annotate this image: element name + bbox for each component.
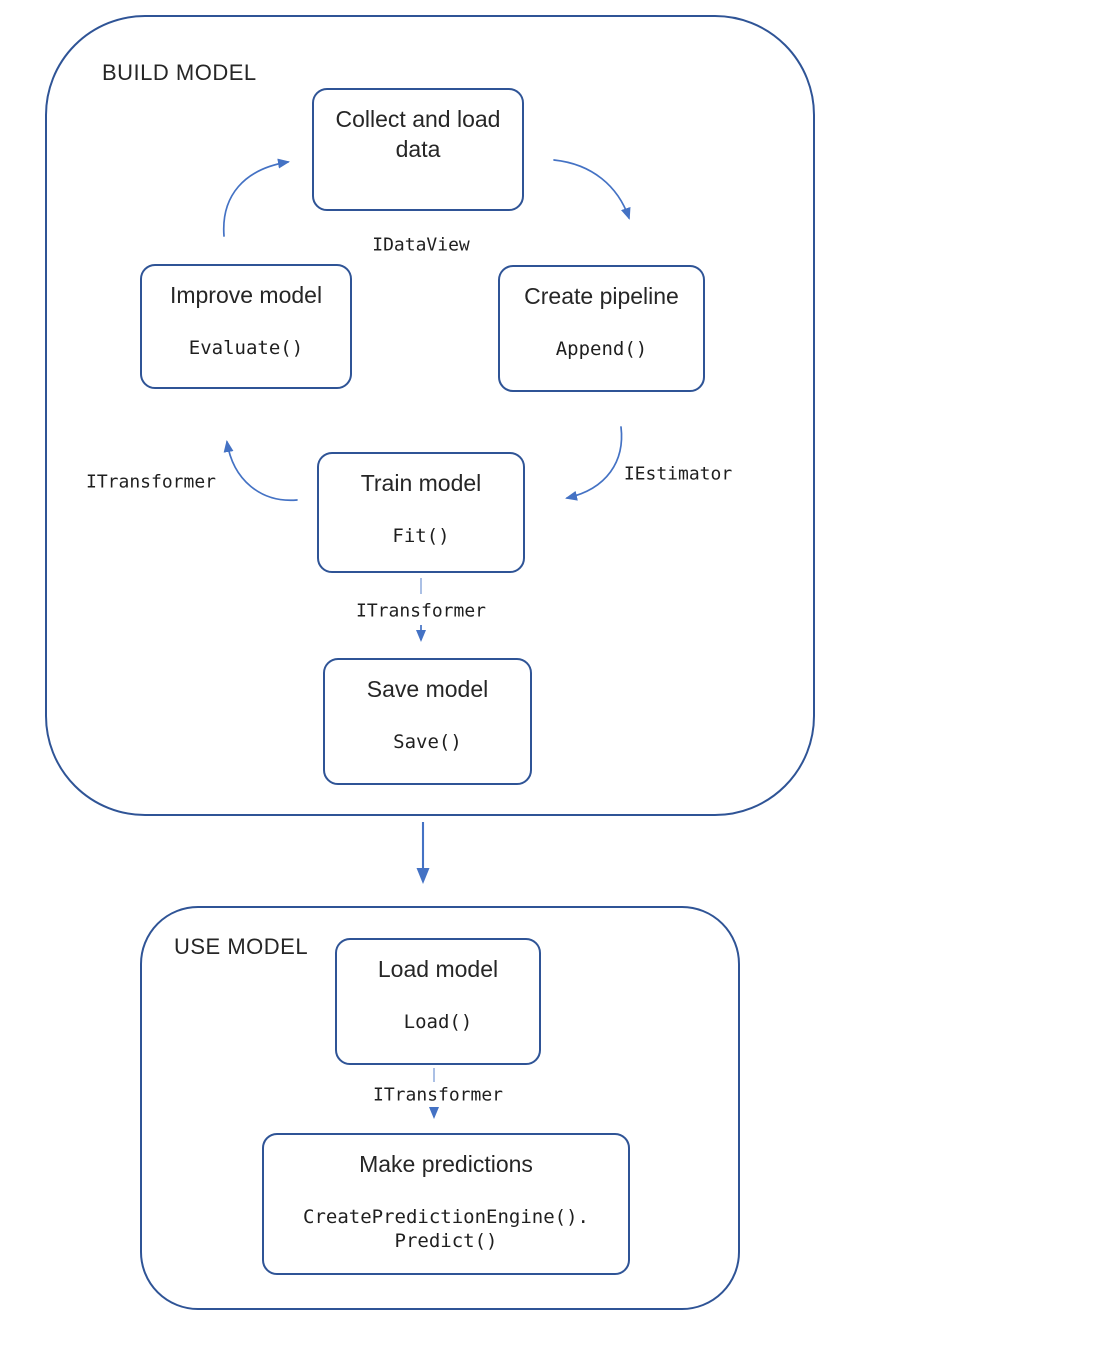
code-line-2: Predict() [394,1230,498,1252]
node-collect-and-load-data: Collect and load data [312,88,524,211]
edge-label-itransformer-mid: ITransformer [355,600,487,622]
node-improve-model: Improve model Evaluate() [140,264,352,389]
node-title: Collect and load data [335,106,501,162]
node-code: Append() [555,338,648,360]
node-title: Create pipeline [524,283,679,309]
build-model-label: BUILD MODEL [102,60,257,85]
node-save-model: Save model Save() [323,658,532,785]
code-line-1: CreatePredictionEngine(). [303,1206,589,1228]
edge-label-iestimator: IEstimator [623,463,733,485]
node-code: Save() [393,731,462,753]
node-code: Fit() [392,525,450,547]
node-code: Load() [403,1011,473,1033]
node-title: Make predictions [359,1151,533,1177]
node-title: Save model [366,676,489,702]
node-create-pipeline: Create pipeline Append() [498,265,705,392]
edge-label-idataview: IDataView [372,234,470,256]
node-train-model: Train model Fit() [317,452,525,573]
edge-label-itransformer-bottom: ITransformer [372,1084,504,1106]
use-model-container [140,906,740,1310]
node-load-model: Load model Load() [335,938,541,1065]
node-title: Load model [377,956,499,982]
node-title: Improve model [169,282,323,308]
node-title: Train model [360,470,482,496]
node-make-predictions: Make predictions CreatePredictionEngine(… [262,1133,630,1275]
use-model-label: USE MODEL [174,934,309,959]
node-code: Evaluate() [188,337,304,359]
build-model-container [45,15,815,816]
node-code: CreatePredictionEngine().Predict() [303,1205,589,1253]
edge-label-itransformer-left: ITransformer [85,471,217,493]
